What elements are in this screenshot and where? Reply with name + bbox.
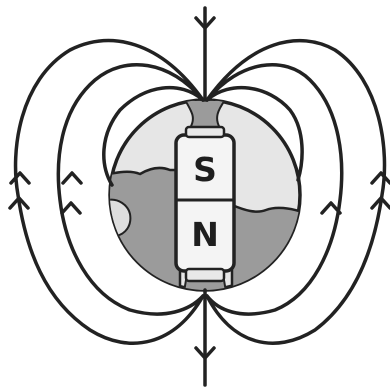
- continent-east: [232, 205, 302, 290]
- field-line-arrow-icon: [63, 173, 81, 183]
- field-line-arrow-icon: [372, 173, 390, 183]
- field-line-arrow-icon: [11, 173, 29, 183]
- bar-magnet-icon: S N: [176, 127, 234, 281]
- field-line-arrow-icon: [62, 203, 80, 213]
- field-line-arrow-icon: [322, 203, 340, 213]
- north-pole-label: N: [191, 215, 219, 254]
- magnet-top-cap: [186, 127, 224, 137]
- south-pole-label: S: [193, 150, 217, 189]
- magnet-bottom-cap: [186, 269, 224, 281]
